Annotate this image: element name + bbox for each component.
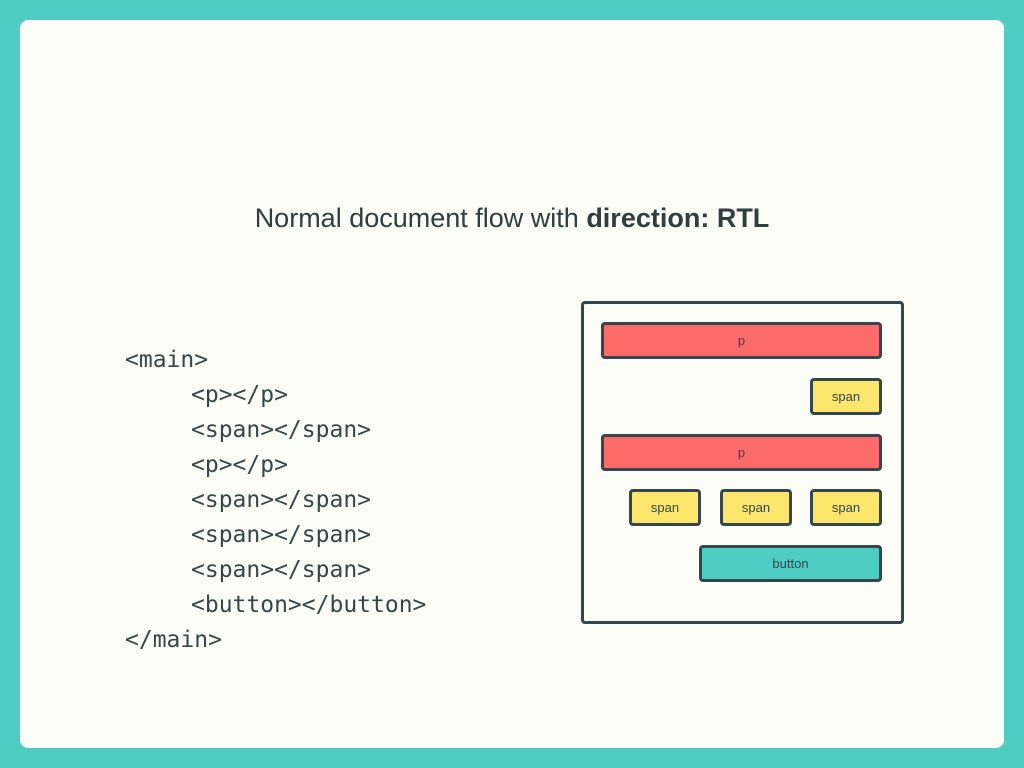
- layout-diagram: p span p span span span button: [581, 301, 904, 624]
- slide-title: Normal document flow with direction: RTL: [0, 203, 1024, 234]
- paragraph-box: p: [601, 434, 882, 471]
- code-snippet: <main> <p></p> <span></span> <p></p> <span><…: [125, 308, 426, 693]
- code-line: <button></button>: [191, 592, 427, 618]
- code-line: <span></span>: [191, 487, 372, 513]
- title-prefix: Normal document flow with: [254, 203, 587, 233]
- code-line: <p></p>: [191, 382, 288, 408]
- code-line: <main>: [125, 347, 209, 373]
- paragraph-box: p: [601, 322, 882, 359]
- code-line: <span></span>: [191, 557, 372, 583]
- span-box: span: [629, 489, 701, 526]
- span-box: span: [810, 378, 882, 415]
- span-box: span: [810, 489, 882, 526]
- code-line: </main>: [125, 627, 222, 653]
- code-line: <span></span>: [191, 417, 372, 443]
- title-bold: direction: RTL: [586, 203, 770, 233]
- code-line: <span></span>: [191, 522, 372, 548]
- code-line: <p></p>: [191, 452, 288, 478]
- span-box: span: [720, 489, 792, 526]
- button-box: button: [699, 545, 882, 582]
